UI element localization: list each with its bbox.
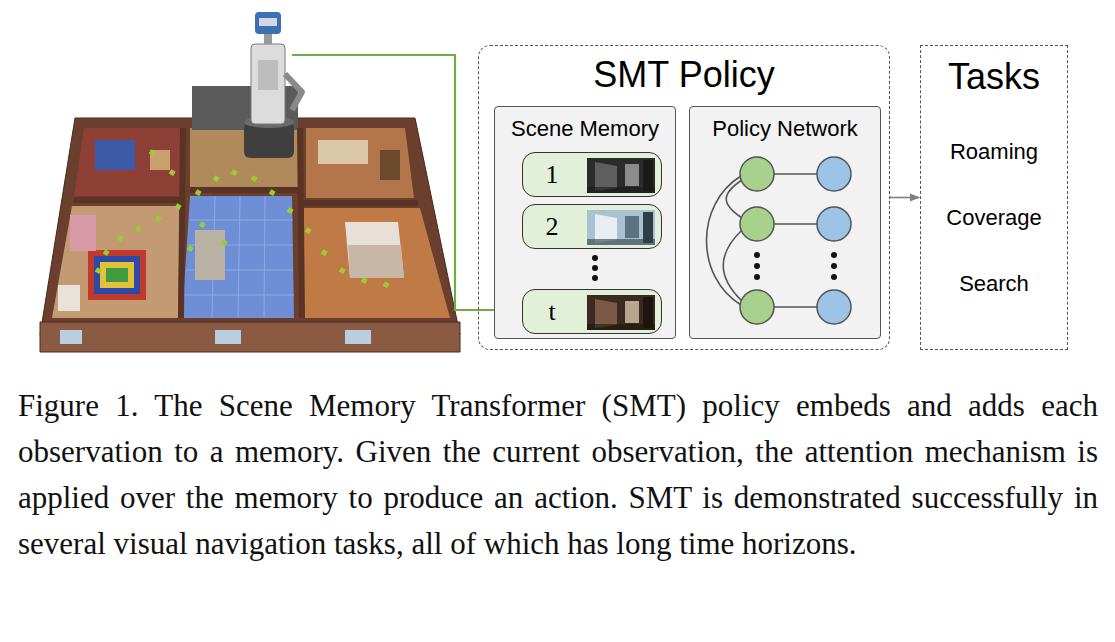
memory-panel: Scene Memory 1 2 t [494, 106, 676, 339]
memory-slot: 2 [522, 204, 662, 249]
memory-slot: 1 [522, 152, 662, 197]
tasks-box: TasksRoamingCoverageSearch [920, 45, 1068, 350]
box-heading: Tasks [921, 56, 1067, 97]
box-heading: Policy Network [690, 116, 880, 141]
figure-caption: Figure 1. The Scene Memory Transformer (… [18, 383, 1098, 567]
network-graph [690, 107, 882, 340]
flow-arrow [890, 197, 919, 199]
box-heading: SMT Policy [479, 54, 889, 95]
box-heading: t [523, 297, 581, 327]
memory-slot: t [522, 289, 662, 334]
robot [244, 12, 302, 158]
box-heading: Scene Memory [495, 116, 675, 141]
policy-group: SMT PolicyScene Memory 1 2 t Policy Network [478, 45, 890, 350]
task-item: Search [921, 271, 1067, 296]
task-item: Coverage [921, 205, 1067, 230]
observation-thumbnail [523, 205, 663, 250]
box-heading: 2 [523, 212, 581, 242]
observation-thumbnail [523, 290, 663, 335]
observation-thumbnail [523, 153, 663, 198]
task-item: Roaming [921, 139, 1067, 164]
box-heading: 1 [523, 160, 581, 190]
path-markers [95, 149, 390, 288]
network-panel: Policy Network [689, 106, 881, 339]
